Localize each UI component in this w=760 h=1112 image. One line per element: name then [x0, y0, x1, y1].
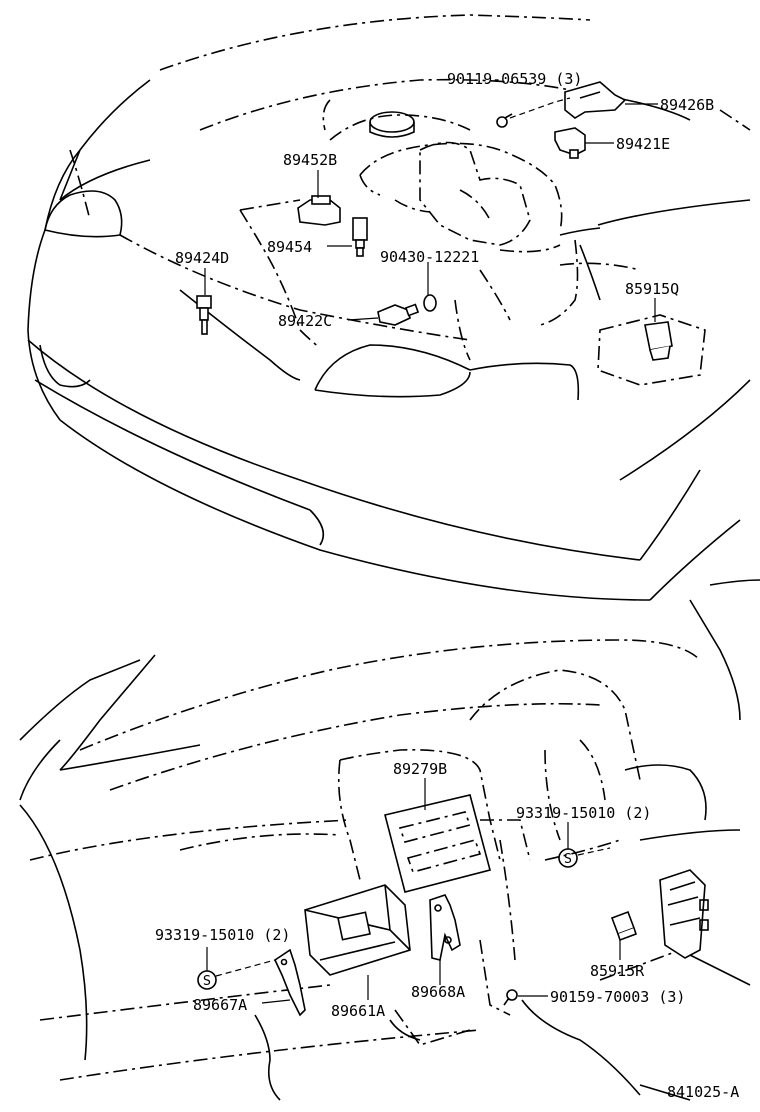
bracket-89667a — [273, 948, 306, 1017]
sensor-89421e — [554, 127, 586, 159]
engine-air-box — [419, 141, 531, 246]
label-85915r: 85915R — [590, 962, 645, 980]
car-front-outline — [27, 79, 751, 601]
part-labels: 90119-06539 (3) 89426B 89421E 89452B 894… — [155, 70, 739, 1101]
label-89667a: 89667A — [193, 996, 247, 1014]
relay-85915q — [597, 314, 706, 386]
svg-text:S: S — [564, 851, 572, 867]
diagram-code: 841025-A — [667, 1083, 739, 1101]
label-90119: 90119-06539 (3) — [447, 70, 582, 88]
label-90159: 90159-70003 (3) — [550, 988, 685, 1006]
bolt-90119 — [496, 113, 513, 128]
s-symbol-right: S — [558, 848, 578, 868]
label-93319-right: 93319-15010 (2) — [516, 804, 651, 822]
ecu-89661a — [304, 884, 411, 976]
bracket-89426b — [564, 81, 627, 119]
label-89454: 89454 — [267, 238, 312, 256]
s-symbol-left: S — [197, 970, 217, 990]
label-89279b: 89279B — [393, 760, 447, 778]
washer-90430 — [423, 294, 437, 312]
dashboard-outline — [19, 579, 760, 1101]
junction-block — [659, 869, 709, 959]
sensor-89452b — [297, 195, 341, 226]
upper-leader-lines — [204, 97, 658, 322]
lower-leader-lines — [206, 778, 621, 1004]
label-93319-left: 93319-15010 (2) — [155, 926, 290, 944]
label-89424d: 89424D — [175, 249, 229, 267]
label-89422c: 89422C — [278, 312, 332, 330]
label-89452b: 89452B — [283, 151, 337, 169]
car-front-hidden-lines — [69, 14, 751, 361]
sensor-89454 — [352, 217, 368, 257]
label-89421e: 89421E — [616, 135, 670, 153]
bracket-89668a — [429, 894, 461, 961]
dashboard-hidden-lines — [29, 639, 701, 1081]
relay-85915r — [610, 910, 638, 942]
sensor-89424d — [196, 295, 212, 335]
svg-text:S: S — [203, 973, 211, 989]
reservoir-tank — [369, 111, 415, 138]
bolt-90159 — [503, 989, 518, 1006]
label-90430: 90430-12221 — [380, 248, 479, 266]
panel-89279b — [384, 794, 491, 893]
label-89426b: 89426B — [660, 96, 714, 114]
label-89661a: 89661A — [331, 1002, 385, 1020]
label-89668a: 89668A — [411, 983, 465, 1001]
label-85915q: 85915Q — [625, 280, 679, 298]
sensor-89422c — [377, 303, 420, 326]
